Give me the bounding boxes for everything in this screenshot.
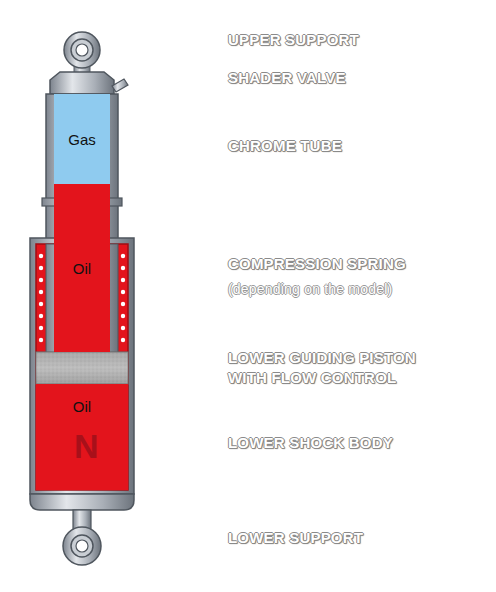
spring-coil: [121, 254, 125, 258]
part-name: COMPRESSION SPRING: [228, 254, 490, 274]
gas-chamber: Gas: [54, 94, 110, 184]
region-label: Oil: [73, 260, 91, 277]
spring-coil: [39, 302, 43, 306]
spring-coil: [39, 338, 43, 342]
chrome-tube: [46, 94, 118, 356]
piston-shade: [36, 352, 128, 384]
part-name: SHADER VALVE: [228, 68, 490, 88]
spring-coil: [39, 254, 43, 258]
region-label: Oil: [73, 398, 91, 415]
lower-support: [63, 510, 101, 565]
part-name: CHROME TUBE: [228, 136, 490, 156]
part-name: LOWER SHOCK BODY: [228, 433, 490, 453]
spring-coil: [39, 278, 43, 282]
upper-cap: [50, 72, 114, 94]
spring-coil: [39, 266, 43, 270]
spring-coil: [39, 290, 43, 294]
spring-coil: [121, 314, 125, 318]
oil-chamber: Oil: [54, 184, 110, 352]
shader-valve: [112, 79, 128, 92]
lower-shock-body: [30, 238, 134, 494]
spring-coil: [121, 302, 125, 306]
spring-coil: [39, 314, 43, 318]
part-name: UPPER SUPPORT: [228, 30, 490, 50]
bottom-cap: [30, 494, 134, 510]
lower-guiding-piston: [36, 352, 128, 384]
spring-coil: [39, 326, 43, 330]
part-name: LOWER GUIDING PISTON WITH FLOW CONTROL: [228, 348, 443, 388]
part-note: (depending on the model): [228, 279, 490, 299]
spring-coil: [121, 266, 125, 270]
spring-coil: [121, 338, 125, 342]
region-label: Gas: [68, 131, 96, 148]
spring-coil: [121, 326, 125, 330]
part-name: LOWER SUPPORT: [228, 528, 490, 548]
spring-coil: [121, 290, 125, 294]
upper-support: [64, 32, 100, 74]
spring-coil: [121, 278, 125, 282]
brand-logo: N: [74, 428, 114, 464]
